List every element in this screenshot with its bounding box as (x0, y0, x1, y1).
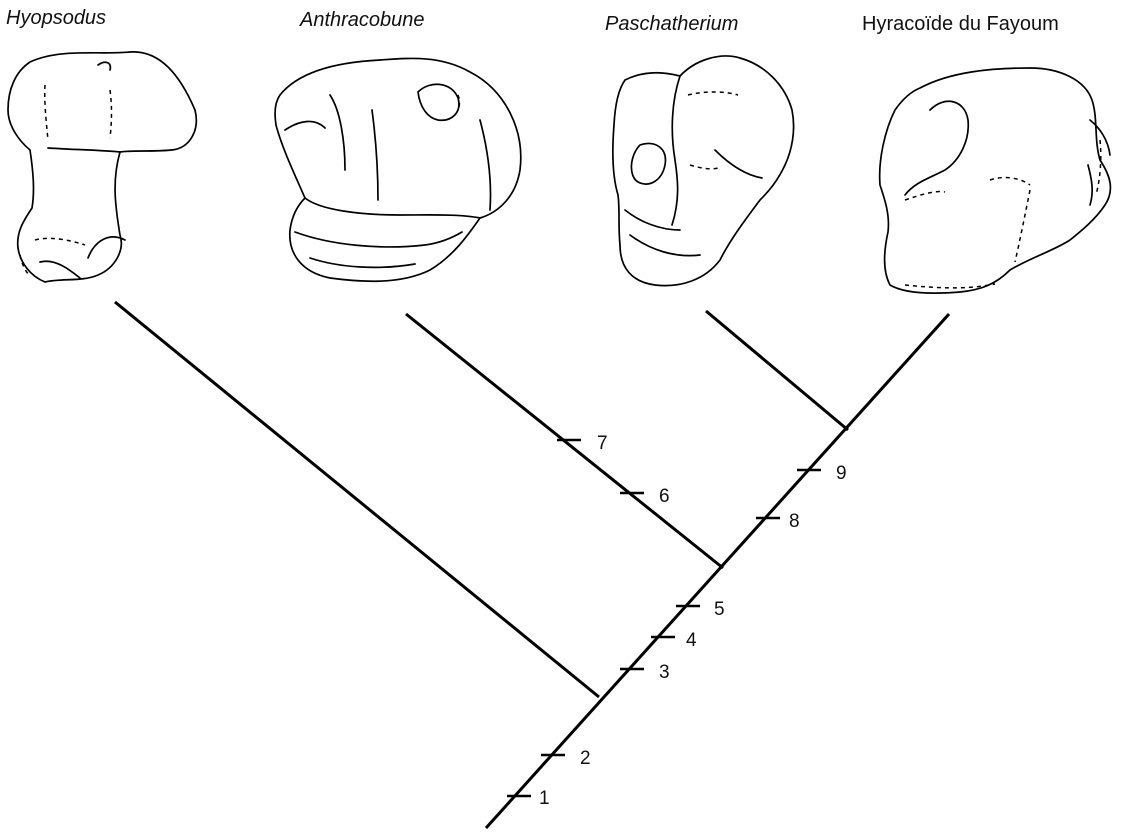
anthracobune-astragalus-drawing (275, 58, 521, 281)
character-label-2: 2 (580, 748, 591, 769)
character-label-7: 7 (597, 433, 608, 454)
main-branch (486, 314, 949, 828)
character-label-9: 9 (836, 463, 847, 484)
branch-paschatherium (706, 311, 848, 430)
character-label-5: 5 (714, 599, 725, 620)
taxon-label-anthracobune: Anthracobune (299, 9, 425, 31)
hyracoide-du-fayoum-astragalus-drawing (880, 68, 1111, 293)
taxon-label-paschatherium: Paschatherium (605, 13, 738, 35)
character-label-3: 3 (659, 662, 670, 683)
hyopsodus-astragalus-drawing (8, 52, 196, 282)
paschatherium-astragalus-drawing (613, 56, 794, 286)
character-label-8: 8 (789, 511, 800, 532)
character-label-1: 1 (539, 788, 550, 809)
taxon-label-hyracoide-du-fayoum: Hyracoïde du Fayoum (862, 13, 1059, 35)
branch-hyopsodus (115, 302, 599, 697)
character-label-4: 4 (686, 630, 697, 651)
taxon-label-hyopsodus: Hyopsodus (6, 7, 106, 29)
character-label-6: 6 (659, 486, 670, 507)
